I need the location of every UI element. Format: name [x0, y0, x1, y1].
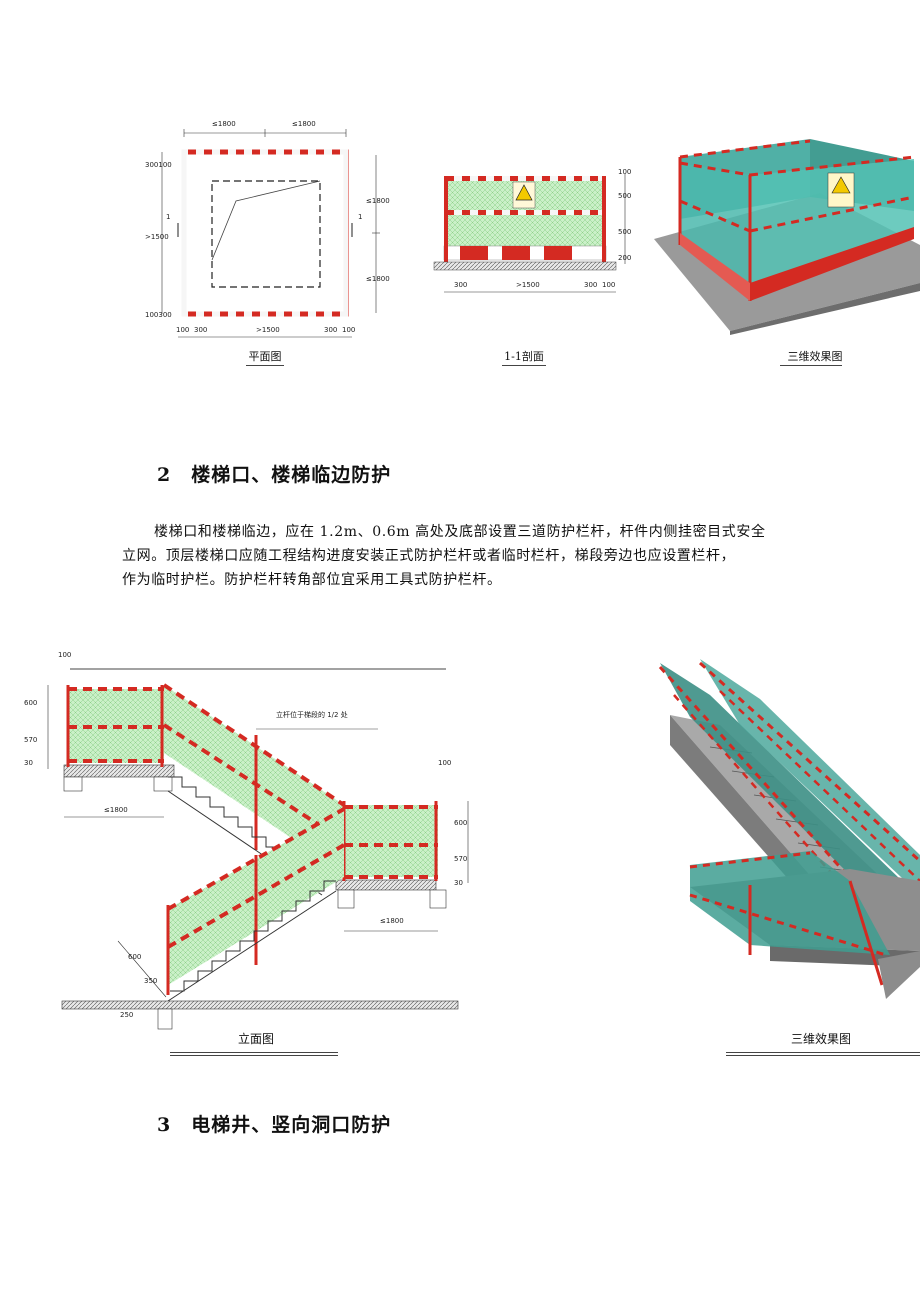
plan-dim-left-bot: 100300 [145, 311, 172, 319]
elev-dim-right-2: 570 [454, 855, 467, 863]
stair-render-caption: 三维效果图 [790, 1032, 851, 1046]
stair-elevation-drawing: 100 立杆位于梯段的 1/2 处 600 570 30 ≤1800 100 [24, 651, 469, 1030]
plan-dim-bottom-5: 100 [342, 326, 355, 334]
paragraph-line-1: 楼梯口和楼梯临边，应在 1.2m、0.6m 高处及底部设置三道防护栏杆，杆件内侧… [154, 524, 766, 540]
section-dim-bottom-2: >1500 [516, 281, 540, 289]
elevation-caption: 立面图 [237, 1032, 274, 1046]
plan-dim-top-left: ≤1800 [212, 120, 236, 128]
render-warning-icon [831, 176, 851, 194]
section-post-right [602, 176, 606, 262]
section-3-heading: 3 电梯井、竖向洞口防护 [157, 1114, 392, 1136]
section-dim-right-1: 100 [618, 168, 631, 176]
elev-dim-top: 100 [58, 651, 71, 659]
paragraph-line-2: 立网。顶层楼梯口应随工程结构进度安装正式防护栏杆或者临时栏杆，梯段旁边也应设置栏… [122, 548, 736, 564]
plan-caption-underline [246, 365, 284, 366]
elev-dim-slope-3: 250 [120, 1011, 133, 1019]
section-top-rail [444, 176, 606, 181]
render-3d-stair [658, 659, 920, 999]
section-mid-rail [444, 210, 606, 215]
elev-dim-left-3: 30 [24, 759, 33, 767]
elev-dim-left-1: 600 [24, 699, 37, 707]
elev-dim-right-3: 30 [454, 879, 463, 887]
section-dim-right-3: 500 [618, 228, 631, 236]
section-2-paragraph: 楼梯口和楼梯临边，应在 1.2m、0.6m 高处及底部设置三道防护栏杆，杆件内侧… [122, 520, 812, 592]
plan-cut-right: 1 [358, 213, 362, 221]
plan-dim-bottom-4: 300 [324, 326, 337, 334]
section-post-left [444, 176, 448, 262]
paragraph-line-3: 作为临时护栏。防护栏杆转角部位宜采用工具式防护栏杆。 [122, 572, 502, 588]
elev-dim-right-1: 600 [454, 819, 467, 827]
plan-cut-left: 1 [166, 213, 170, 221]
render-caption: 三维效果图 [787, 350, 843, 363]
elev-note: 立杆位于梯段的 1/2 处 [276, 710, 348, 719]
plan-dim-right-bot: ≤1800 [366, 275, 390, 283]
plan-dim-bottom-3: >1500 [256, 326, 280, 334]
section-2-heading: 2 楼梯口、楼梯临边防护 [157, 464, 392, 486]
section-dim-bottom-3: 300 [584, 281, 597, 289]
warning-icon [515, 184, 533, 201]
elev-dim-right-top: 100 [438, 759, 451, 767]
section-view-drawing: 100 500 500 200 300 >1500 300 100 [433, 168, 631, 293]
elev-dim-left-2: 570 [24, 736, 37, 744]
section-dim-right-4: 200 [618, 254, 631, 262]
elev-dim-left-width: ≤1800 [104, 806, 128, 814]
elevation-caption-underline [170, 1052, 338, 1053]
elev-dim-slope-1: 600 [128, 953, 141, 961]
section-caption-underline [502, 365, 546, 366]
section-dim-bottom-1: 300 [454, 281, 467, 289]
render-caption-underline [780, 365, 842, 366]
plan-dim-bottom-1: 100 [176, 326, 189, 334]
plan-dim-right-top: ≤1800 [366, 197, 390, 205]
plan-caption: 平面图 [248, 350, 282, 363]
stair-render-caption-underline [726, 1052, 920, 1053]
plan-dim-left-mid: >1500 [145, 233, 169, 241]
elev-dim-right-width: ≤1800 [380, 917, 404, 925]
plan-dim-top-right: ≤1800 [292, 120, 316, 128]
plan-dim-bottom-2: 300 [194, 326, 207, 334]
render-3d-opening [654, 139, 920, 335]
section-dim-right-2: 500 [618, 192, 631, 200]
section-dim-bottom-4: 100 [602, 281, 615, 289]
plan-dim-left-top: 300100 [145, 161, 172, 169]
section-caption: 1-1剖面 [504, 350, 544, 363]
plan-view-drawing: ≤1800 ≤1800 300100 >1500 100300 1 1 ≤180… [145, 120, 390, 338]
elev-dim-slope-2: 350 [144, 977, 157, 985]
